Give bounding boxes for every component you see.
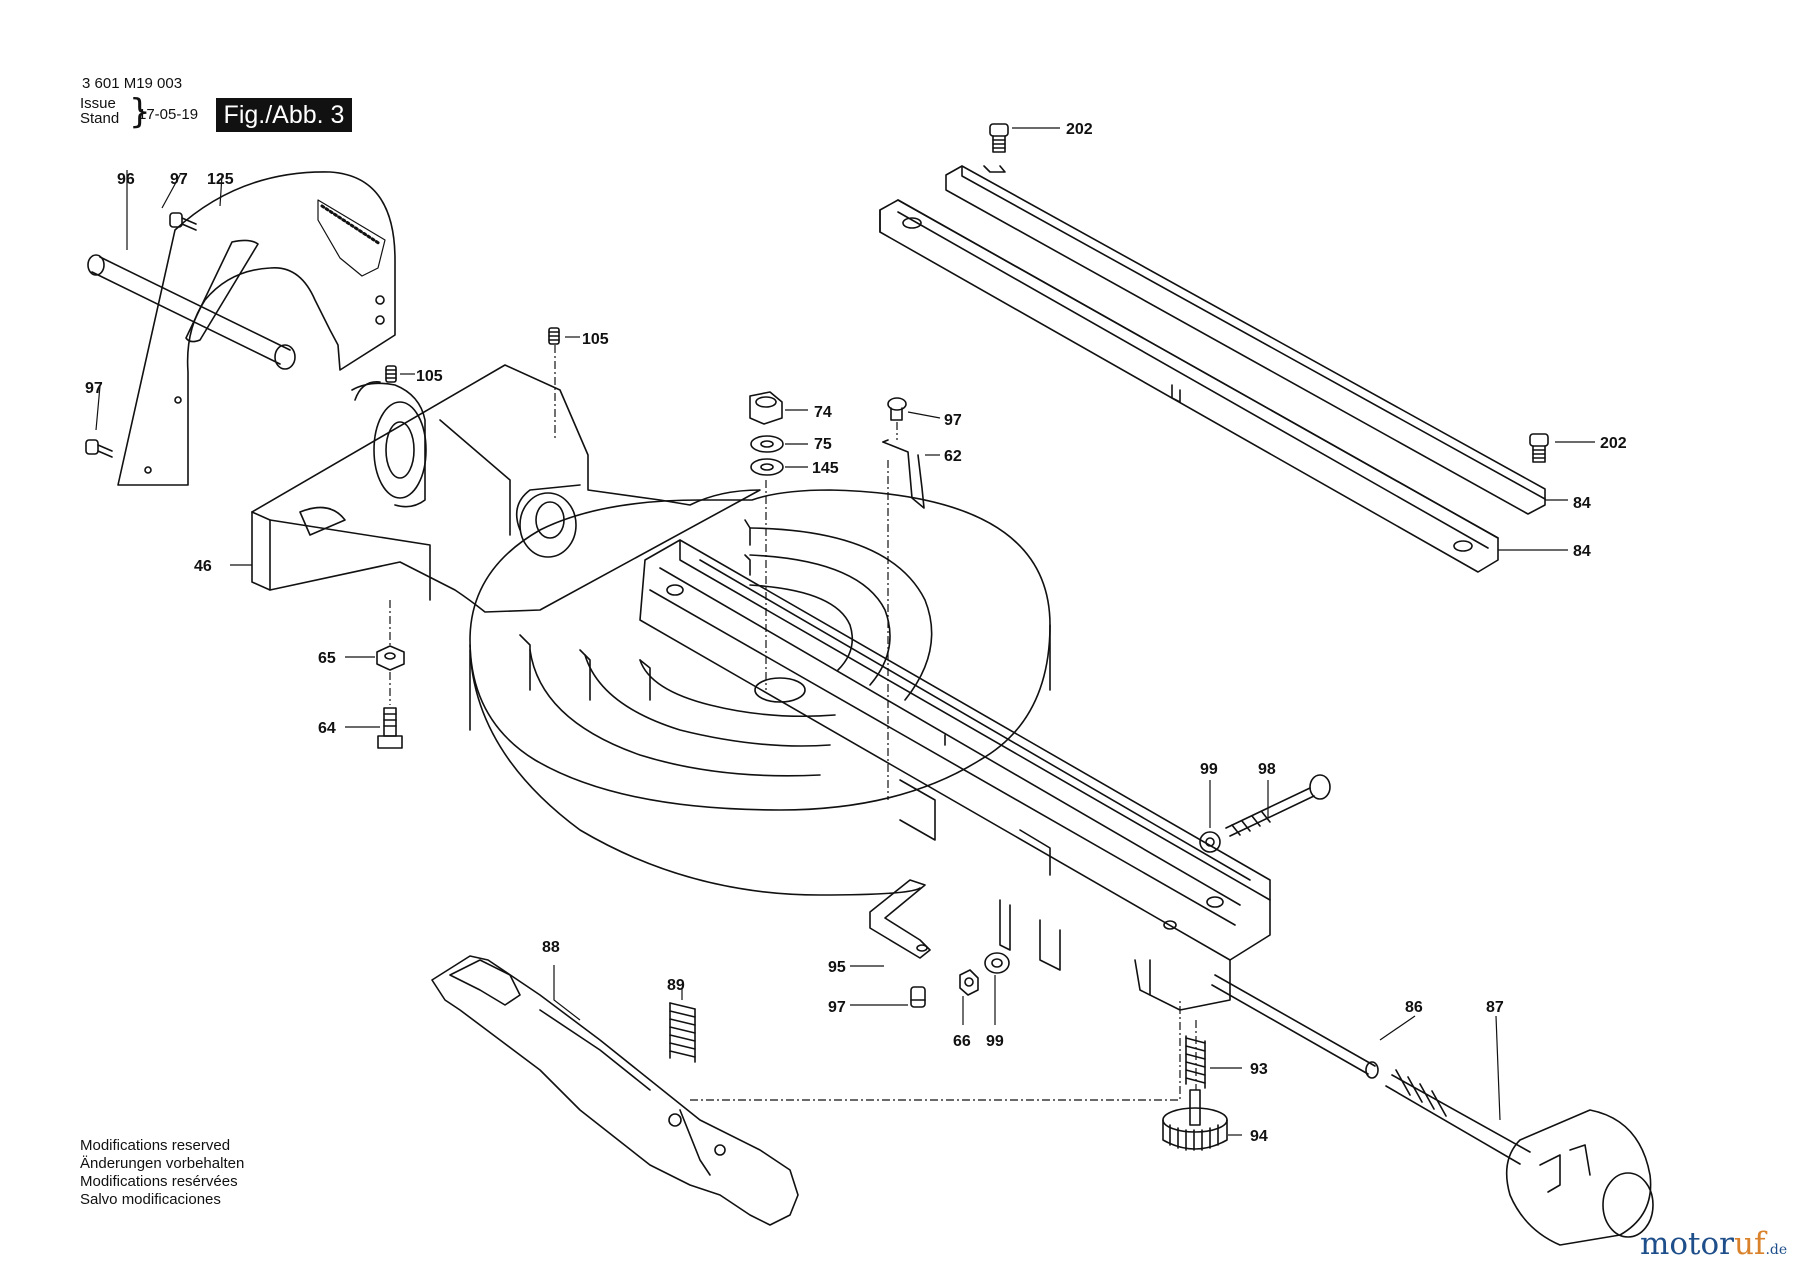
bolt-64 bbox=[377, 707, 403, 749]
spring-89 bbox=[669, 1002, 696, 1063]
knob-87 bbox=[1385, 1069, 1654, 1246]
callout-145: 145 bbox=[812, 460, 839, 477]
screw-97-lower bbox=[910, 986, 926, 1008]
clip-62 bbox=[882, 439, 925, 509]
fence-rail-upper bbox=[945, 165, 1546, 515]
callout-66: 66 bbox=[953, 1033, 971, 1050]
callout-97-plate-top: 97 bbox=[170, 171, 188, 188]
brand-accent: uf bbox=[1734, 1226, 1766, 1262]
callout-89: 89 bbox=[667, 977, 685, 994]
rod-86 bbox=[1211, 974, 1379, 1079]
callout-97-lower: 97 bbox=[828, 999, 846, 1016]
callout-84-upper: 84 bbox=[1573, 495, 1591, 512]
callout-125: 125 bbox=[207, 171, 234, 188]
notice-line-es: Salvo modificaciones bbox=[80, 1191, 221, 1208]
assembly-lines bbox=[389, 345, 1197, 1101]
nut-66 bbox=[959, 969, 979, 996]
bolt-98 bbox=[1225, 774, 1331, 837]
notice-line-fr: Modifications resérvées bbox=[80, 1173, 238, 1190]
callout-62: 62 bbox=[944, 448, 962, 465]
nut-65 bbox=[376, 645, 405, 671]
callout-87: 87 bbox=[1486, 999, 1504, 1016]
callout-105-left: 105 bbox=[416, 368, 443, 385]
callout-202-right: 202 bbox=[1600, 435, 1627, 452]
turntable bbox=[469, 489, 1051, 896]
screw-97-clip bbox=[887, 397, 907, 421]
callouts: 202 96 97 125 105 105 97 74 75 145 97 62… bbox=[85, 121, 1627, 1145]
callout-97-plate-left: 97 bbox=[85, 380, 103, 397]
washer-75 bbox=[750, 435, 784, 453]
callout-46: 46 bbox=[194, 558, 212, 575]
issue-labels: Issue Stand bbox=[80, 96, 119, 126]
document-id: 3 601 M19 003 bbox=[82, 75, 183, 92]
stand-label: Stand bbox=[80, 110, 120, 127]
pivot-shaft bbox=[87, 254, 296, 370]
screw-202-top bbox=[989, 123, 1009, 153]
callout-64: 64 bbox=[318, 720, 336, 737]
bracket-95 bbox=[869, 879, 931, 959]
callout-95: 95 bbox=[828, 959, 846, 976]
figure-badge: Fig./Abb. 3 bbox=[216, 98, 352, 132]
callout-74: 74 bbox=[814, 404, 832, 421]
bevel-scale-plate bbox=[117, 171, 396, 486]
leader-lines bbox=[95, 127, 1595, 1136]
issue-date: 17-05-19 bbox=[138, 106, 199, 123]
callout-93: 93 bbox=[1250, 1061, 1268, 1078]
tilt-arm-housing bbox=[251, 364, 761, 613]
modifications-notice: Modifications reserved Änderungen vorbeh… bbox=[80, 1137, 244, 1209]
callout-202-top: 202 bbox=[1066, 121, 1093, 138]
rail-channel bbox=[639, 539, 1271, 1011]
washer-99-lower bbox=[984, 952, 1010, 974]
washer-99-upper bbox=[1199, 831, 1221, 853]
watermark-logo: motoruf.de bbox=[1640, 1226, 1787, 1262]
thumb-screw-94 bbox=[1162, 1089, 1228, 1151]
callout-94: 94 bbox=[1250, 1128, 1268, 1145]
callout-105-top: 105 bbox=[582, 331, 609, 348]
callout-98: 98 bbox=[1258, 761, 1276, 778]
callout-86: 86 bbox=[1405, 999, 1423, 1016]
callout-88: 88 bbox=[542, 939, 560, 956]
washer-145 bbox=[750, 458, 784, 476]
set-screw-105-left bbox=[385, 365, 397, 383]
brace-glyph: } bbox=[129, 92, 151, 132]
lock-lever-88 bbox=[431, 955, 799, 1226]
callout-99-upper: 99 bbox=[1200, 761, 1218, 778]
callout-65: 65 bbox=[318, 650, 336, 667]
issue-label: Issue bbox=[80, 95, 116, 112]
notice-line-de: Änderungen vorbehalten bbox=[80, 1155, 245, 1172]
set-screw-105-top bbox=[548, 327, 560, 345]
brand-tld: .de bbox=[1765, 1242, 1788, 1258]
callout-84-lower: 84 bbox=[1573, 543, 1591, 560]
screw-97-plate-top bbox=[169, 212, 197, 231]
screw-97-plate-left bbox=[85, 439, 113, 458]
notice-line-en: Modifications reserved bbox=[80, 1137, 231, 1154]
callout-97-clip: 97 bbox=[944, 412, 962, 429]
callout-96: 96 bbox=[117, 171, 135, 188]
screw-202-right bbox=[1529, 433, 1549, 463]
callout-75: 75 bbox=[814, 436, 832, 453]
brand-main: motor bbox=[1640, 1226, 1734, 1262]
callout-99-lower: 99 bbox=[986, 1033, 1004, 1050]
fence-rail-lower bbox=[879, 199, 1499, 573]
nut-74 bbox=[749, 391, 783, 425]
